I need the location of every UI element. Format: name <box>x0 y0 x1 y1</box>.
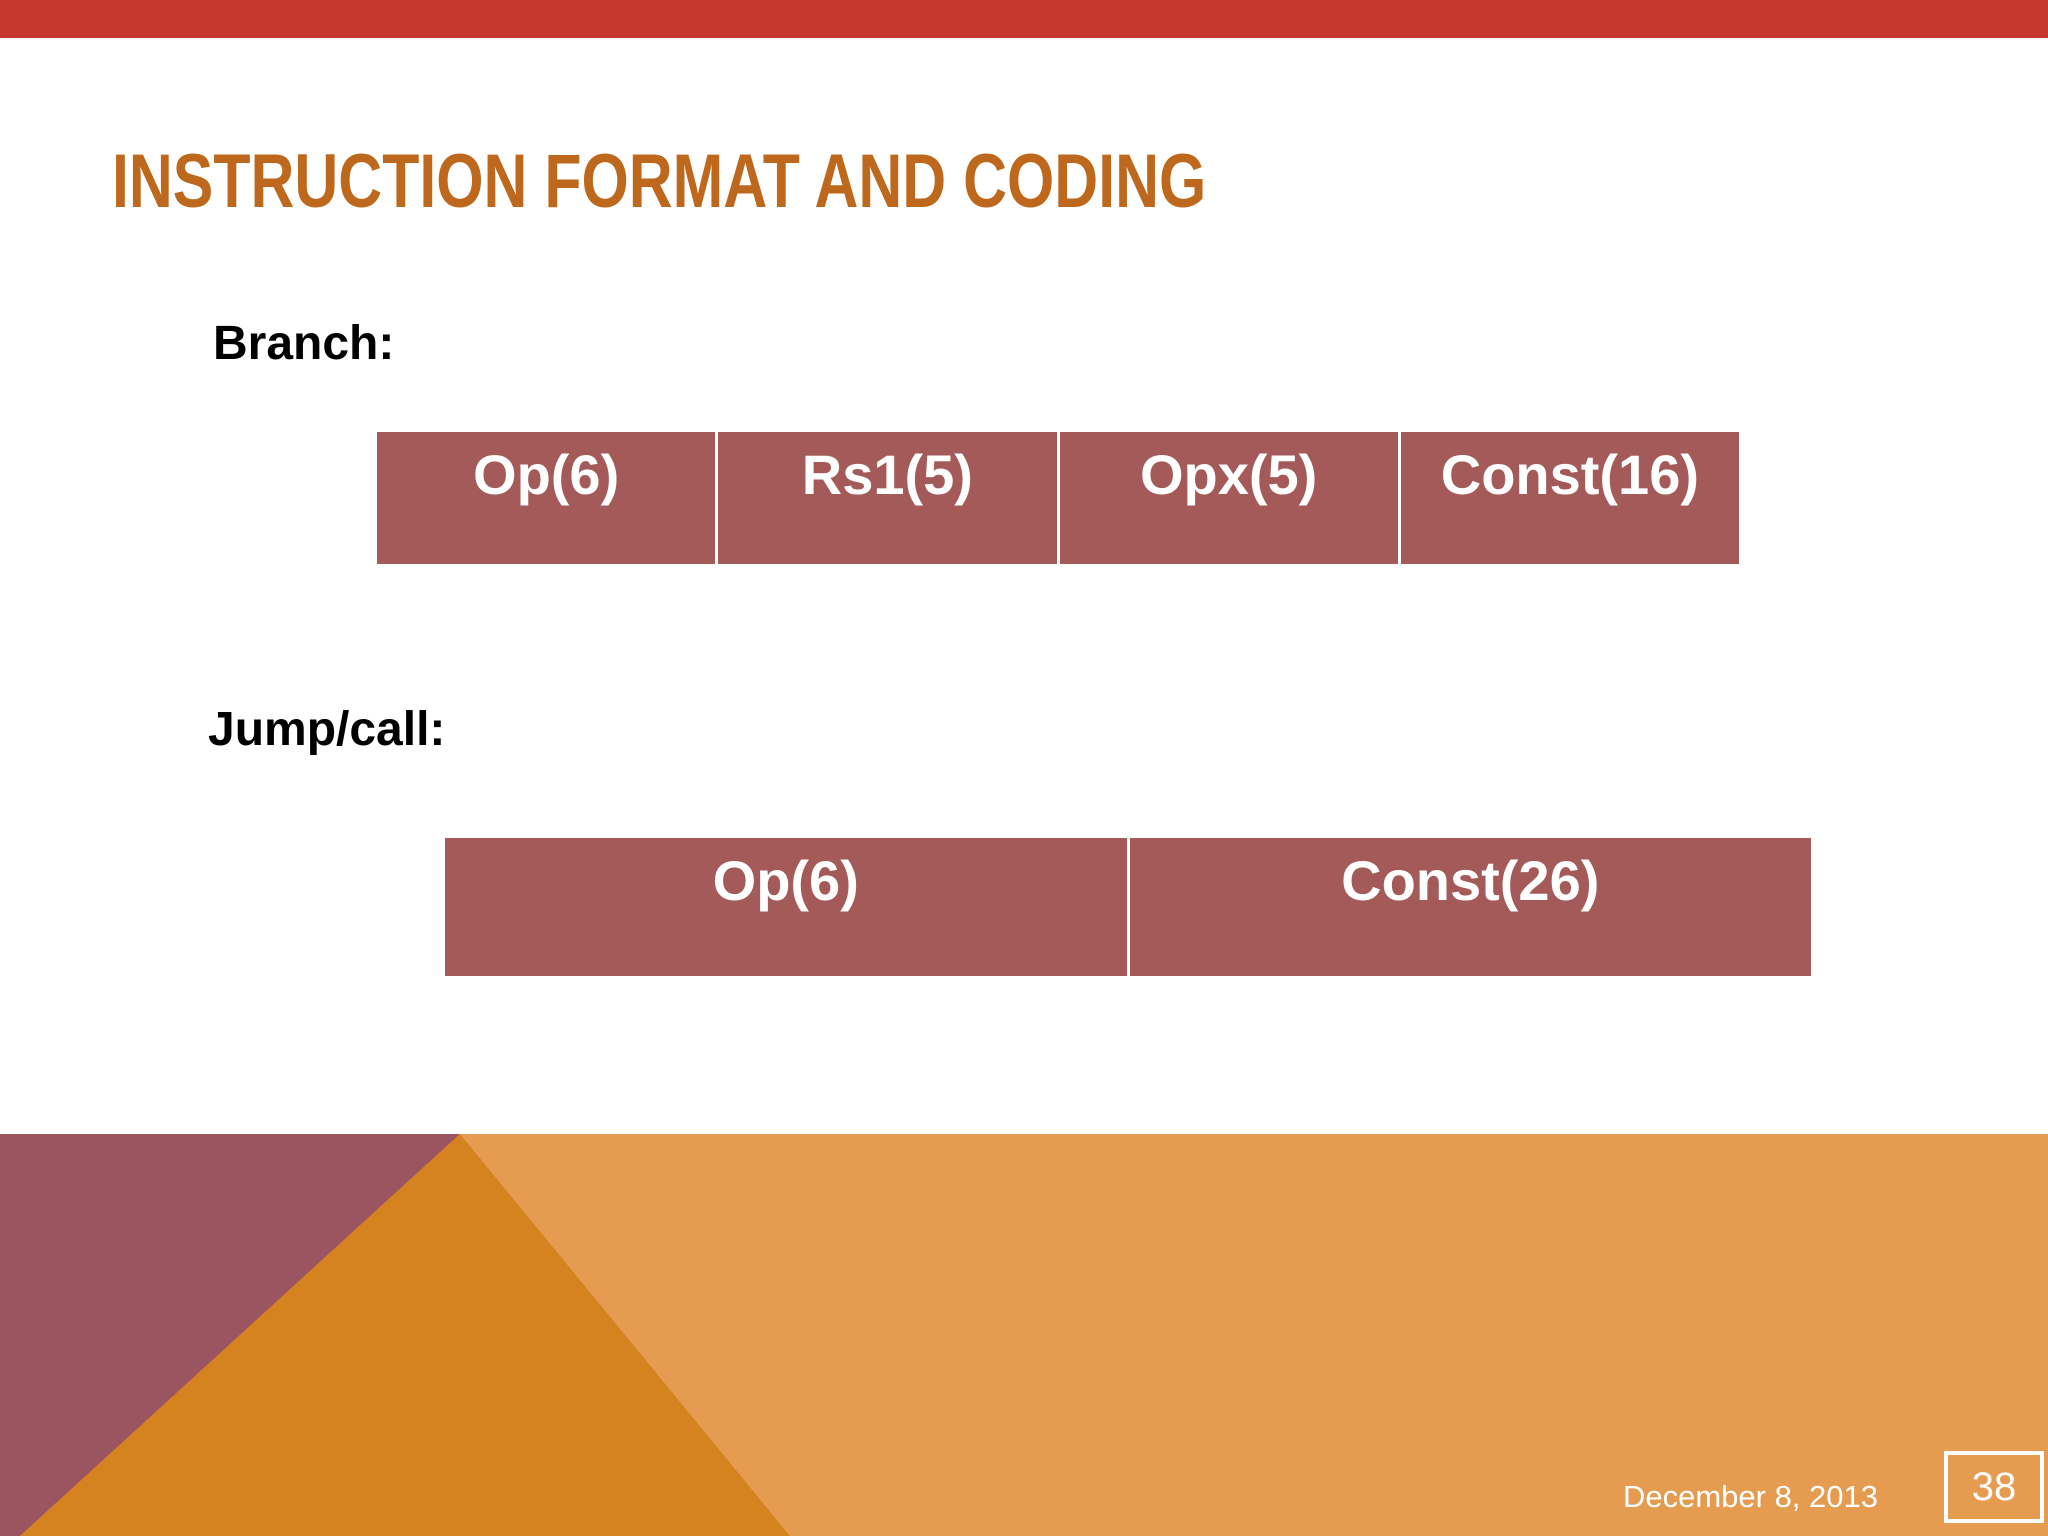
page-number-box: 38 <box>1944 1451 2044 1523</box>
branch-field-cell-rs1: Rs1(5) <box>718 432 1057 564</box>
slide-title: INSTRUCTION FORMAT AND CODING <box>112 139 1207 224</box>
jump-field-cell-op: Op(6) <box>445 838 1127 976</box>
branch-section-label: Branch: <box>213 317 395 370</box>
branch-field-cell-const: Const(16) <box>1400 432 1739 564</box>
top-accent-bar <box>0 0 2048 38</box>
branch-format-table: Op(6) Rs1(5) Opx(5) Const(16) <box>377 432 1739 564</box>
slide-date: December 8, 2013 <box>1622 1479 1878 1514</box>
jump-field-cell-const: Const(26) <box>1129 838 1811 976</box>
branch-field-cell-op: Op(6) <box>377 432 716 564</box>
page-number: 38 <box>1971 1465 2017 1509</box>
branch-field-cell-opx: Opx(5) <box>1059 432 1398 564</box>
jump-call-section-label: Jump/call: <box>208 703 446 756</box>
footer-decorative-band <box>0 1134 2048 1536</box>
jump-call-format-table: Op(6) Const(26) <box>445 838 1811 976</box>
